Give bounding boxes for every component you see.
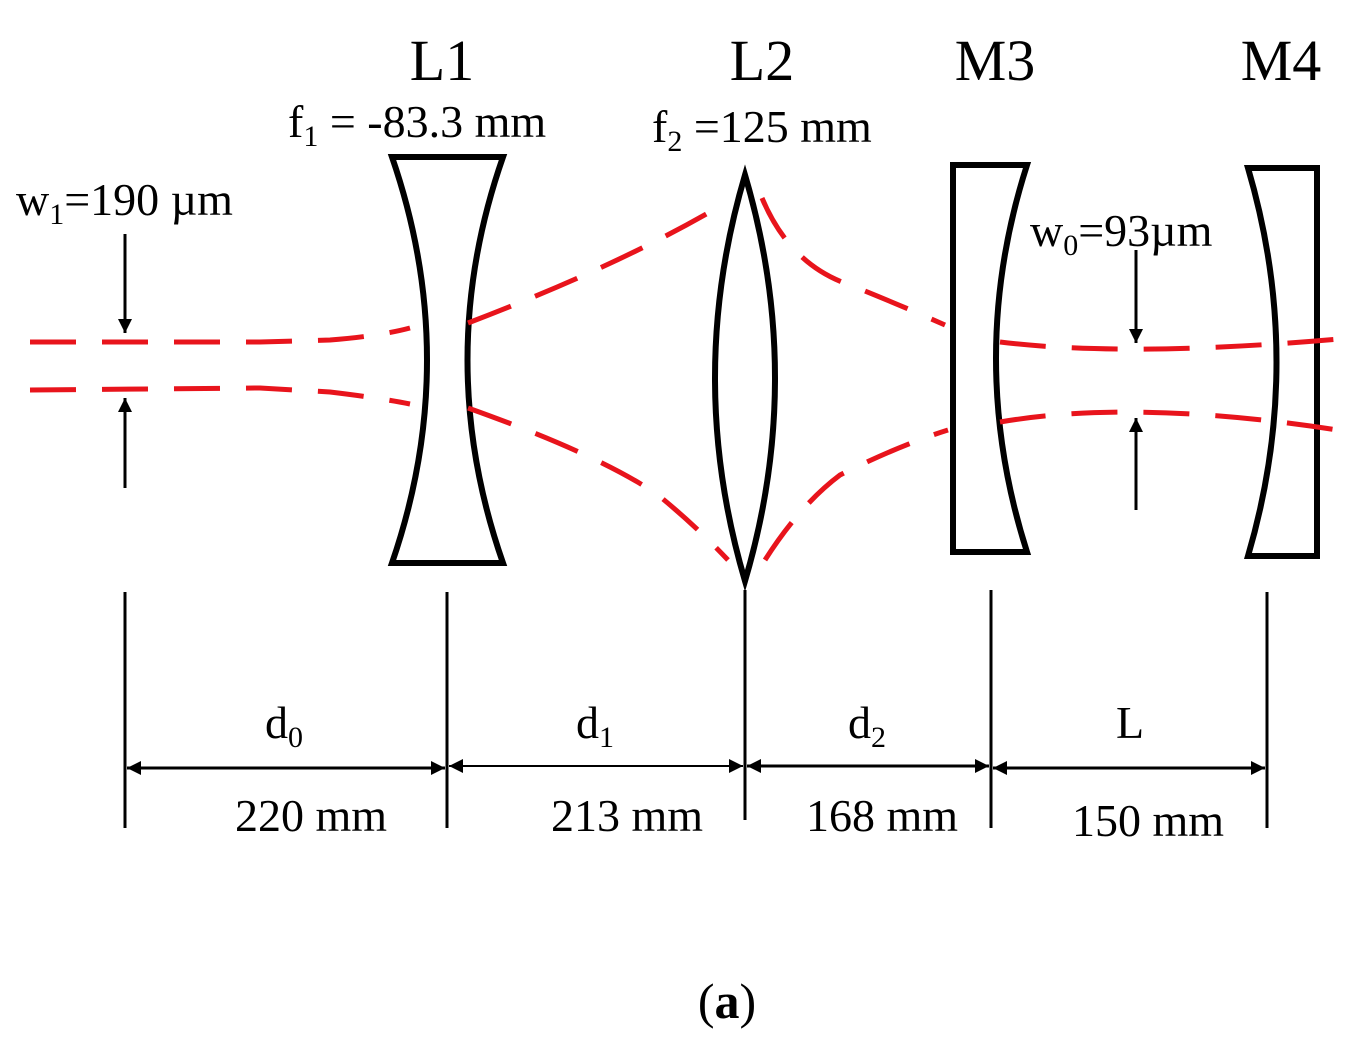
beam-upper-cavity (999, 335, 1351, 352)
reference-lines (123, 590, 1269, 828)
dimension-arrows (127, 759, 1265, 775)
dim-symbol-d0: d0 (265, 697, 303, 754)
lens-l1-name: L1 (410, 28, 474, 93)
waist-w1-label: w1=190 µm (16, 174, 233, 231)
diverging-lens-l1 (387, 154, 508, 566)
mirror-m4-name: M4 (1241, 28, 1322, 93)
dim-symbol-d2: d2 (848, 697, 886, 754)
curved-mirror-m4 (1243, 165, 1320, 559)
focal-length-f2: f2 =125 mm (652, 101, 872, 158)
beam-upper-l2-m3 (759, 197, 947, 328)
curved-mirror-m3 (950, 162, 1032, 555)
dim-symbol-d1: d1 (576, 697, 614, 754)
beam-upper-input (30, 325, 411, 345)
dim-value-L: 150 mm (1072, 795, 1224, 846)
dim-value-d0: 220 mm (235, 790, 387, 841)
figure-caption: (a) (698, 973, 756, 1029)
dim-value-d1: 213 mm (551, 790, 703, 841)
dim-value-d2: 168 mm (806, 790, 958, 841)
beam-upper-l1-l2 (467, 202, 724, 326)
mirror-m3-name: M3 (955, 28, 1036, 93)
beam-lower-l2-m3 (762, 427, 949, 562)
waist-w0-label: w0=93µm (1030, 205, 1213, 262)
lens-l2-name: L2 (730, 28, 794, 93)
converging-lens-l2 (712, 164, 778, 592)
laser-beam (29, 197, 1351, 562)
beam-lower-cavity (999, 409, 1351, 435)
beam-lower-l1-l2 (467, 405, 730, 562)
focal-length-f1: f1 = -83.3 mm (288, 96, 546, 153)
dim-symbol-L: L (1116, 697, 1144, 748)
beam-lower-input (29, 385, 411, 407)
